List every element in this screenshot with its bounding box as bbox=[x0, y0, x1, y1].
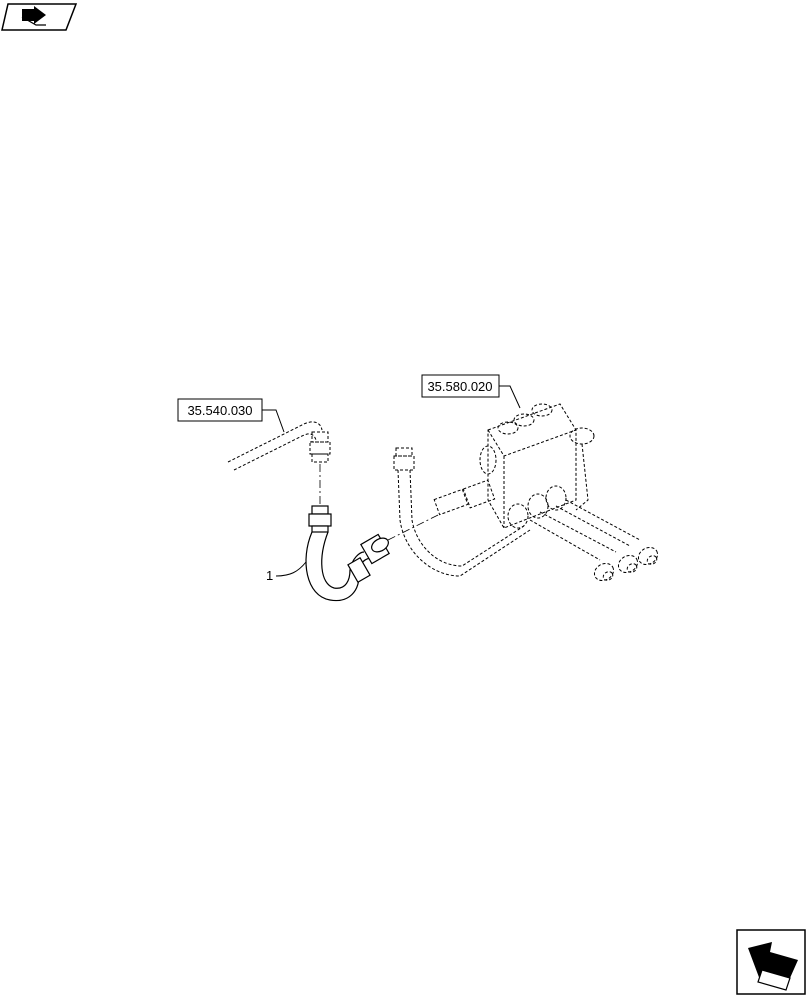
previous-page-arrow-icon[interactable] bbox=[1, 3, 78, 31]
leader-line-item-1 bbox=[275, 561, 307, 577]
control-lever-rods bbox=[529, 499, 659, 582]
callout-ref-left[interactable]: 35.540.030 bbox=[177, 398, 263, 422]
leader-line-right bbox=[499, 385, 521, 409]
callout-ref-left-text: 35.540.030 bbox=[187, 403, 252, 418]
context-pipe-valve bbox=[393, 447, 531, 577]
control-valve-assembly bbox=[433, 403, 595, 529]
connection-centerline-right bbox=[387, 513, 441, 541]
context-pipe-left bbox=[227, 421, 331, 471]
callout-ref-right-text: 35.580.020 bbox=[427, 379, 492, 394]
callout-ref-right[interactable]: 35.580.020 bbox=[421, 374, 500, 398]
leader-line-left bbox=[262, 409, 285, 433]
next-page-arrow-icon[interactable] bbox=[736, 929, 806, 995]
hose-item-1[interactable] bbox=[305, 505, 391, 602]
item-number-1: 1 bbox=[266, 568, 273, 583]
